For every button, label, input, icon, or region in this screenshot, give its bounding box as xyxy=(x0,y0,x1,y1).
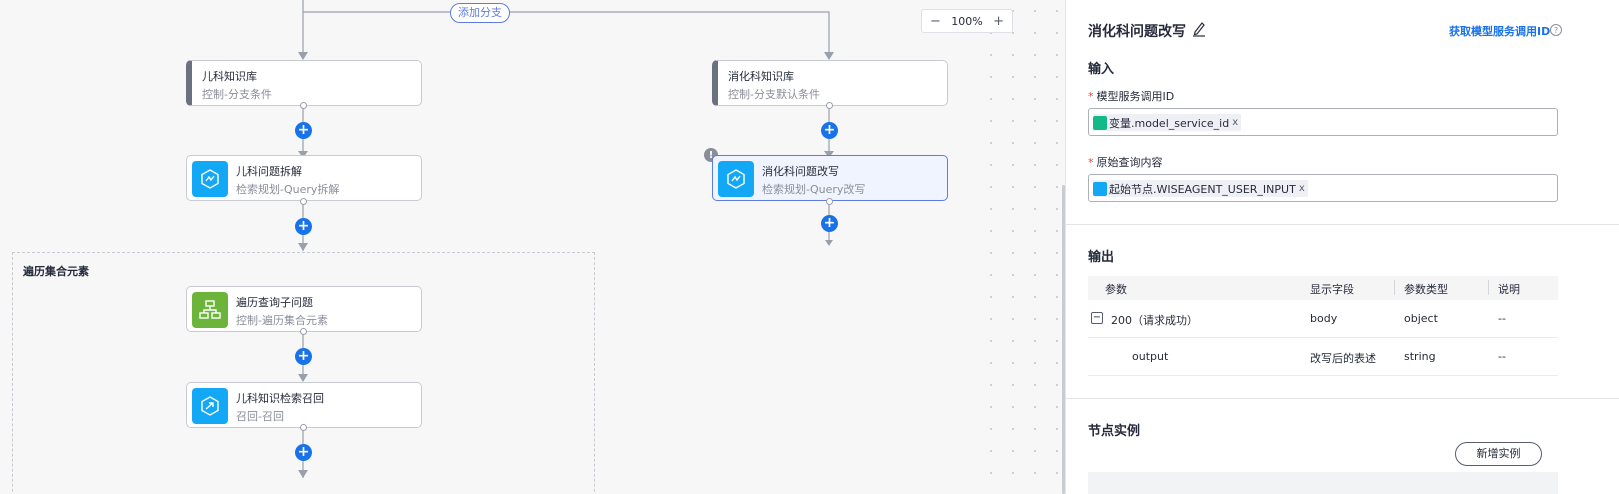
edit-icon[interactable] xyxy=(1192,21,1206,40)
node-properties-panel: 消化科问题改写 获取模型服务调用ID ? 输入 *模型服务调用ID 变量.mod… xyxy=(1065,0,1619,494)
original-query-field[interactable]: 起始节点.WISEAGENT_USER_INPUT x xyxy=(1088,174,1558,202)
panel-title: 消化科问题改写 xyxy=(1088,24,1186,40)
canvas-scrollbar[interactable] xyxy=(1062,185,1065,494)
node-title: 遍历查询子问题 xyxy=(236,296,313,309)
row-param: 200（请求成功） xyxy=(1111,314,1198,327)
node-digestive-rewrite[interactable]: 消化科问题改写 检索规划-Query改写 xyxy=(712,155,948,201)
variable-tag: 变量.model_service_id x xyxy=(1093,114,1242,131)
tag-text: 起始节点.WISEAGENT_USER_INPUT xyxy=(1109,182,1296,196)
help-icon[interactable]: ? xyxy=(1550,24,1562,36)
connection-lines xyxy=(298,0,834,478)
add-node-button[interactable]: + xyxy=(295,218,312,235)
node-title: 儿科知识库 xyxy=(202,70,257,83)
tag-text: 变量.model_service_id xyxy=(1109,116,1230,130)
new-instance-button[interactable]: 新增实例 xyxy=(1455,442,1542,466)
node-title: 消化科问题改写 xyxy=(762,165,839,178)
node-loop-sub[interactable]: 遍历查询子问题 控制-遍历集合元素 xyxy=(186,286,422,332)
add-node-button[interactable]: + xyxy=(295,348,312,365)
collapse-icon[interactable]: − xyxy=(1091,312,1103,324)
zoom-out-button[interactable]: − xyxy=(930,13,941,29)
output-port[interactable] xyxy=(300,328,307,335)
col-param: 参数 xyxy=(1105,283,1127,296)
get-model-service-id-link[interactable]: 获取模型服务调用ID xyxy=(1449,25,1551,38)
loop-container[interactable]: 遍历集合元素 xyxy=(12,252,595,494)
output-port[interactable] xyxy=(300,424,307,431)
variable-icon xyxy=(1093,115,1107,130)
node-digestive-kb[interactable]: 消化科知识库 控制-分支默认条件 xyxy=(712,60,948,106)
remove-tag-button[interactable]: x xyxy=(1298,183,1305,194)
add-node-button[interactable]: + xyxy=(821,122,838,139)
workflow-canvas[interactable]: 添加分支 − 100% + 儿科知识库 控制-分支条件 + 消化科知识库 控制-… xyxy=(0,0,1065,494)
zoom-control: − 100% + xyxy=(921,9,1013,33)
node-pediatric-kb[interactable]: 儿科知识库 控制-分支条件 xyxy=(186,60,422,106)
node-title: 儿科知识检索召回 xyxy=(236,392,324,405)
table-row: output 改写后的表述 string -- xyxy=(1088,338,1558,376)
add-branch-button[interactable]: 添加分支 xyxy=(450,3,510,23)
row-field: body xyxy=(1310,312,1338,325)
add-node-button[interactable]: + xyxy=(295,444,312,461)
section-divider xyxy=(1066,398,1619,399)
field-label-model-service-id: *模型服务调用ID xyxy=(1088,90,1175,103)
query-rewrite-icon xyxy=(718,161,754,197)
output-port[interactable] xyxy=(300,198,307,205)
add-node-button[interactable]: + xyxy=(821,215,838,232)
add-node-button[interactable]: + xyxy=(295,122,312,139)
row-type: object xyxy=(1404,312,1438,325)
col-display-field: 显示字段 xyxy=(1310,283,1354,296)
node-title: 儿科问题拆解 xyxy=(236,165,302,178)
recall-icon xyxy=(192,388,228,424)
loop-title: 遍历集合元素 xyxy=(23,265,89,278)
col-param-type: 参数类型 xyxy=(1404,283,1448,296)
field-label-original-query: *原始查询内容 xyxy=(1088,156,1163,169)
variable-tag: 起始节点.WISEAGENT_USER_INPUT x xyxy=(1093,180,1308,197)
node-subtitle: 控制-分支默认条件 xyxy=(728,88,820,101)
node-pediatric-split[interactable]: 儿科问题拆解 检索规划-Query拆解 xyxy=(186,155,422,201)
table-row: − 200（请求成功） body object -- xyxy=(1088,300,1558,338)
input-section-title: 输入 xyxy=(1088,62,1115,77)
output-section-title: 输出 xyxy=(1088,250,1115,265)
node-subtitle: 召回-召回 xyxy=(236,410,284,423)
node-subtitle: 检索规划-Query改写 xyxy=(762,183,866,196)
start-node-icon xyxy=(1093,181,1107,196)
output-port[interactable] xyxy=(826,102,833,109)
row-type: string xyxy=(1404,350,1436,363)
loop-tree-icon xyxy=(192,292,228,328)
col-description: 说明 xyxy=(1498,283,1520,296)
output-port[interactable] xyxy=(826,198,833,205)
row-desc: -- xyxy=(1498,350,1506,363)
output-table-header: 参数 显示字段 参数类型 说明 xyxy=(1088,276,1558,300)
zoom-level: 100% xyxy=(951,14,983,28)
section-divider xyxy=(1066,224,1619,225)
node-subtitle: 控制-遍历集合元素 xyxy=(236,314,328,327)
node-subtitle: 检索规划-Query拆解 xyxy=(236,183,340,196)
row-desc: -- xyxy=(1498,312,1506,325)
model-service-id-field[interactable]: 变量.model_service_id x xyxy=(1088,108,1558,136)
output-port[interactable] xyxy=(300,102,307,109)
instance-section-title: 节点实例 xyxy=(1088,424,1141,439)
node-subtitle: 控制-分支条件 xyxy=(202,88,272,101)
zoom-in-button[interactable]: + xyxy=(993,13,1004,29)
remove-tag-button[interactable]: x xyxy=(1232,117,1239,128)
row-field: 改写后的表述 xyxy=(1310,352,1376,365)
row-param: output xyxy=(1132,350,1169,363)
node-pediatric-recall[interactable]: 儿科知识检索召回 召回-召回 xyxy=(186,382,422,428)
query-planning-icon xyxy=(192,161,228,197)
node-title: 消化科知识库 xyxy=(728,70,794,83)
canvas-dot-grid xyxy=(980,0,1065,494)
instance-table-header xyxy=(1088,472,1558,494)
